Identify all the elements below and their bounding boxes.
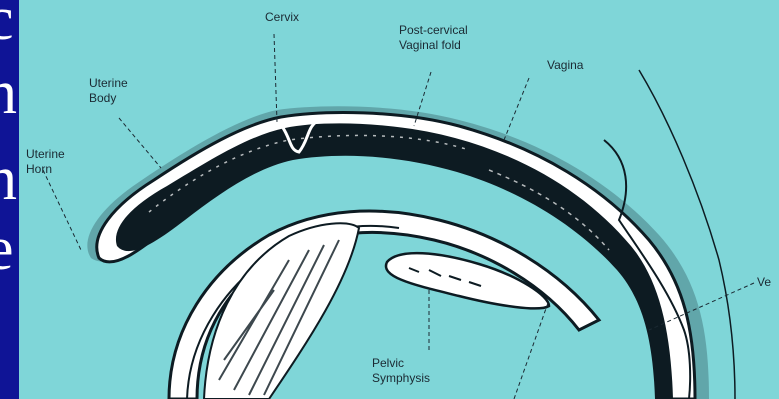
leader-line-cervix	[274, 34, 277, 122]
slide-text-fragment: n	[0, 62, 17, 124]
label-uterine-body-line1: Uterine	[89, 76, 128, 90]
leader-line-uterine-body	[119, 118, 161, 168]
label-cervix: Cervix	[265, 10, 299, 24]
label-uterine-horn-line2: Horn	[26, 162, 52, 176]
label-post-cervical-fold-line2: Vaginal fold	[399, 38, 461, 52]
presentation-side-strip: c n n e	[0, 0, 19, 399]
label-pelvic-symphysis-line1: Pelvic	[372, 356, 404, 370]
label-uterine-horn-line1: Uterine	[26, 147, 65, 161]
reproductive-tract-illustration	[19, 0, 779, 399]
label-vagina: Vagina	[547, 58, 583, 72]
anatomy-diagram: Cervix Post-cervical Vaginal fold Vagina…	[19, 0, 779, 399]
bladder	[204, 223, 359, 399]
slide-text-fragment: e	[0, 218, 14, 280]
label-pelvic-symphysis-line2: Symphysis	[372, 371, 430, 385]
slide-text-fragment: n	[0, 148, 17, 210]
label-post-cervical-fold-line1: Post-cervical	[399, 23, 468, 37]
slide-text-fragment: c	[0, 0, 14, 50]
leader-line-vagina	[504, 78, 529, 140]
label-uterine-body-line2: Body	[89, 91, 116, 105]
label-vestibule: Ve	[757, 275, 771, 289]
leader-line-uterine-horn	[43, 170, 81, 250]
leader-line-lower	[514, 300, 549, 399]
